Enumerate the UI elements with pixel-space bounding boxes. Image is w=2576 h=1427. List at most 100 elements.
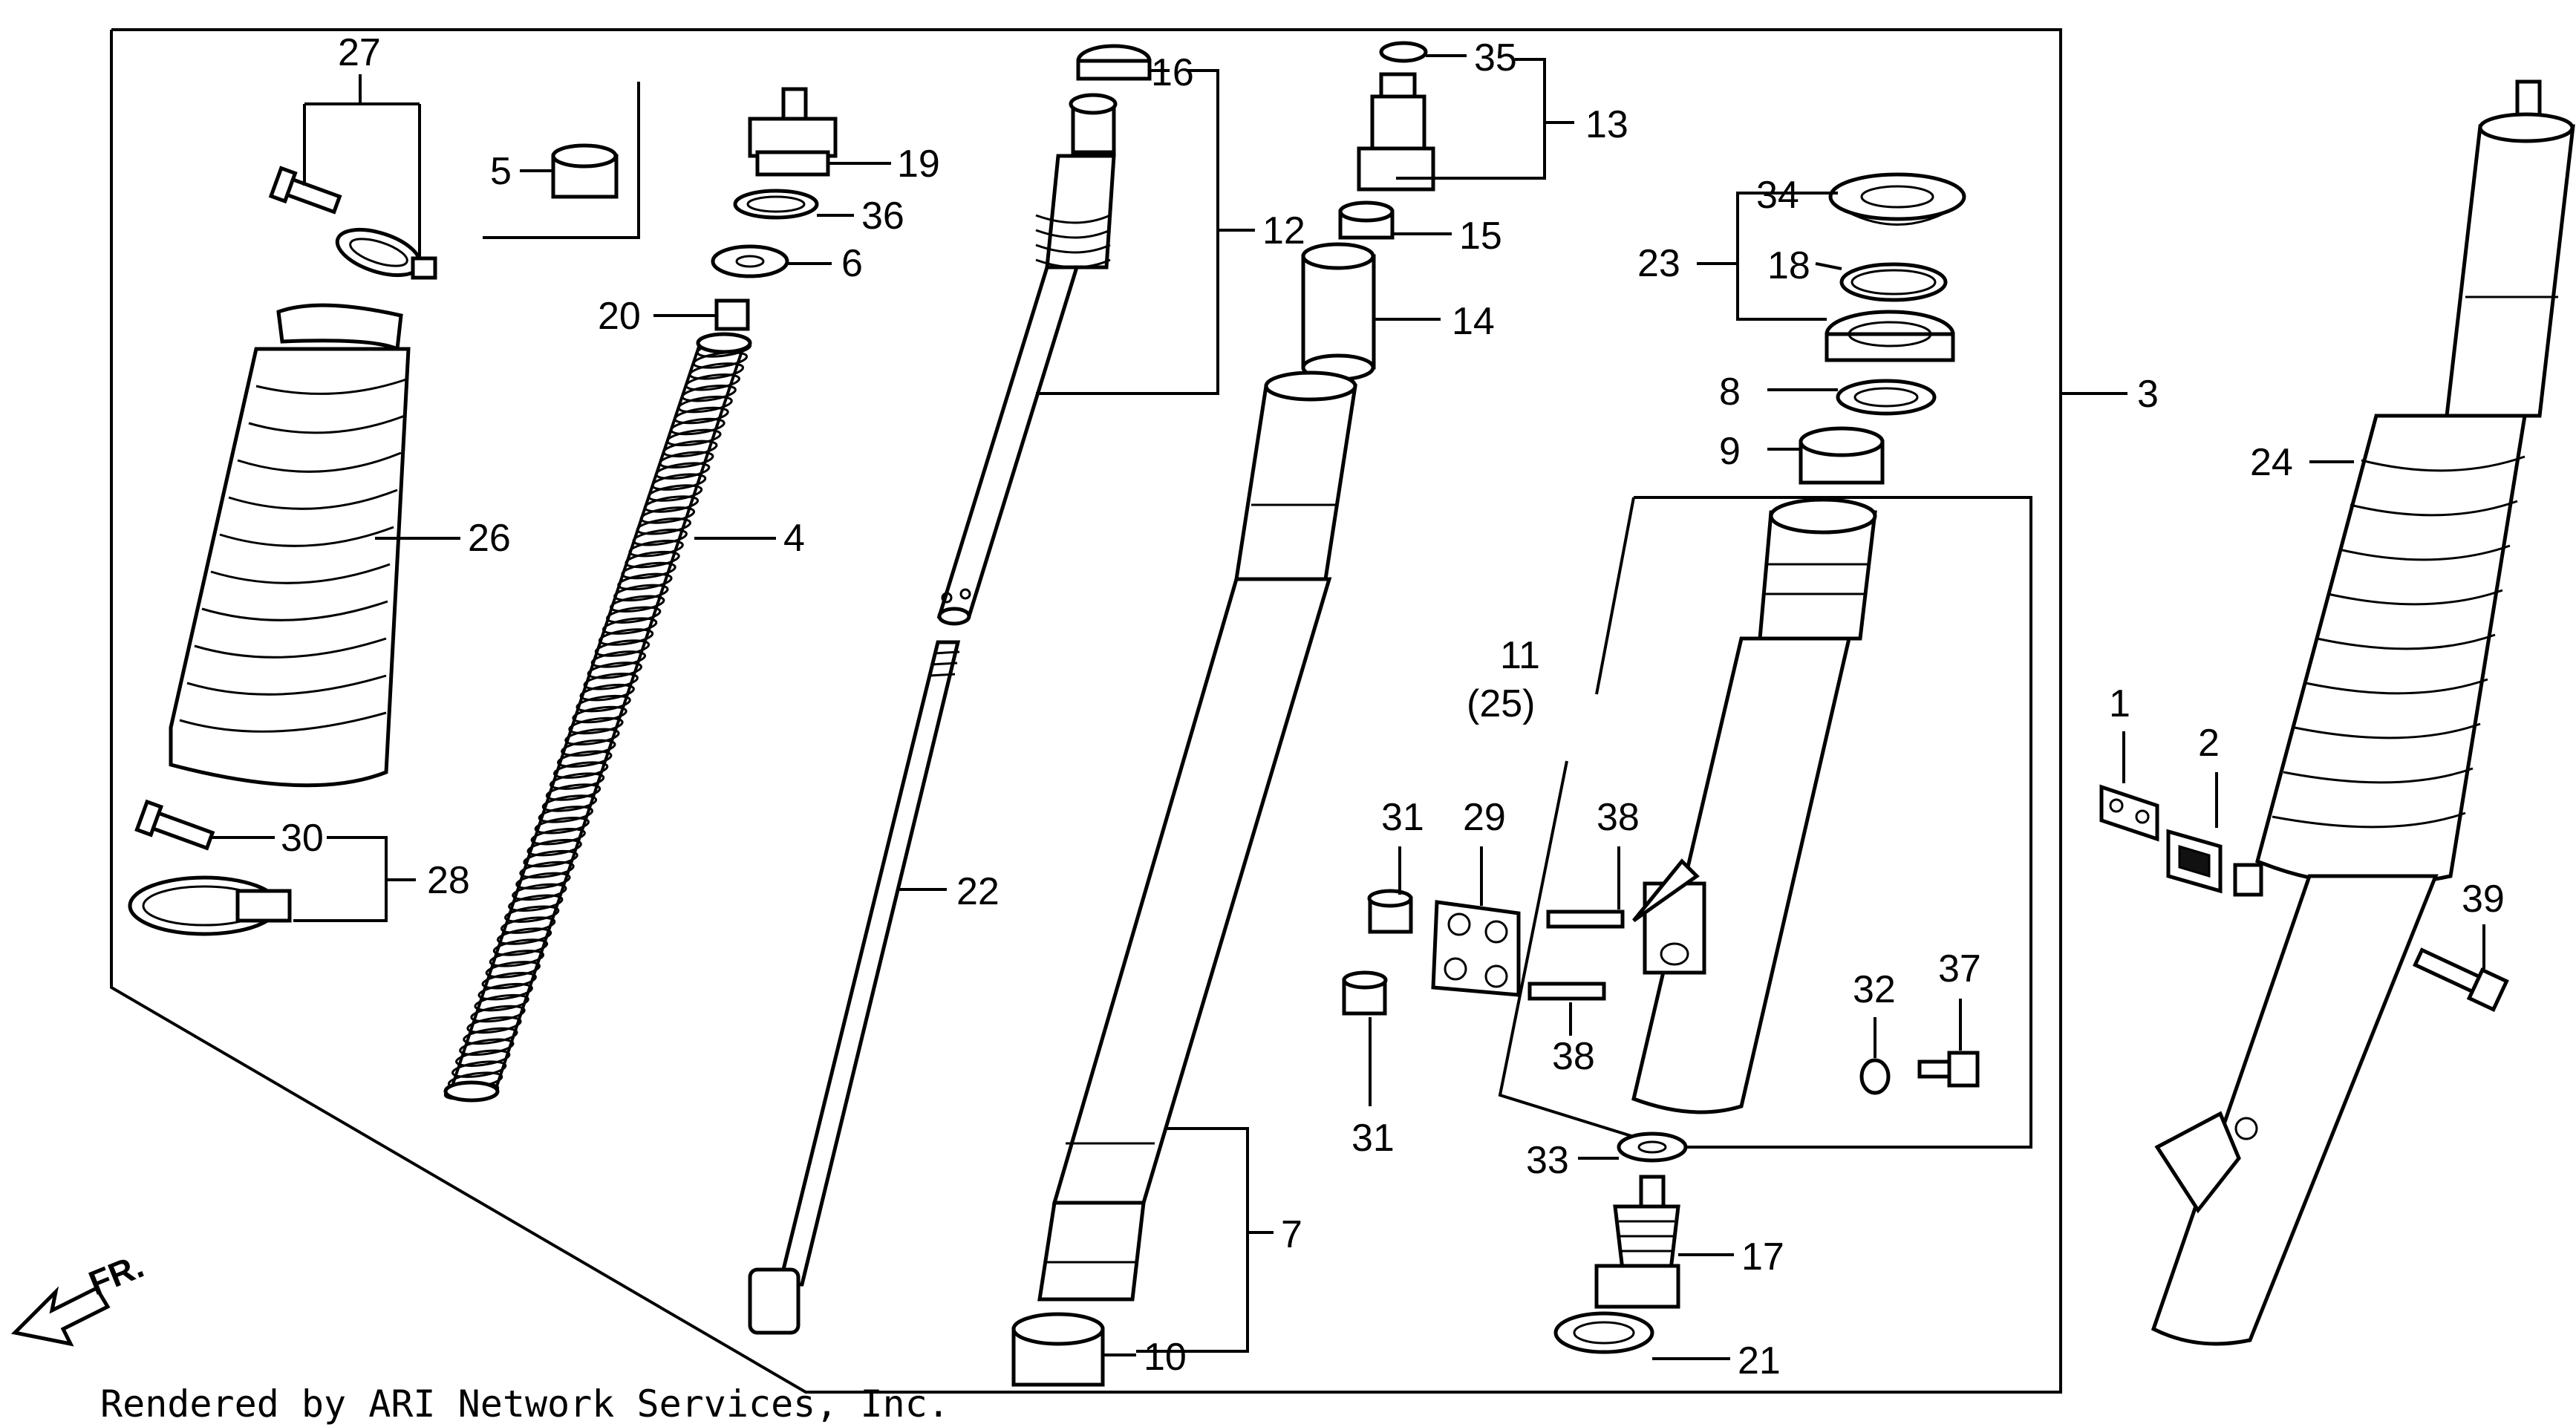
callout-35: 35 bbox=[1474, 36, 1517, 79]
fork-cap-bolt bbox=[748, 87, 838, 177]
spring-coil bbox=[647, 484, 703, 502]
spring-coil bbox=[515, 872, 571, 890]
callout-9: 9 bbox=[1719, 430, 1741, 473]
callout-7: 7 bbox=[1281, 1213, 1302, 1256]
callout-22: 22 bbox=[956, 870, 1000, 913]
spring-coil bbox=[677, 395, 733, 414]
clip-35 bbox=[1379, 41, 1428, 63]
spring-coil bbox=[477, 982, 533, 1001]
spring-coil bbox=[639, 506, 696, 524]
spring-coil bbox=[564, 728, 620, 746]
spring-coil bbox=[568, 716, 624, 735]
callout-34: 34 bbox=[1756, 174, 1799, 217]
callout-20: 20 bbox=[598, 295, 641, 338]
spring-coil bbox=[636, 517, 691, 535]
rebound-valve-13 bbox=[1357, 72, 1435, 192]
callout-39: 39 bbox=[2462, 878, 2505, 921]
callout-13: 13 bbox=[1585, 103, 1628, 146]
spring-coil bbox=[538, 806, 594, 823]
reflector-bracket-1 bbox=[2099, 784, 2159, 842]
spring-coil bbox=[541, 794, 598, 812]
front-direction-arrow-icon bbox=[10, 1285, 111, 1347]
callout-8: 8 bbox=[1719, 370, 1741, 414]
fork-assembly-24 bbox=[2151, 79, 2575, 1346]
spring-coil bbox=[519, 861, 575, 879]
assembly-border bbox=[110, 28, 2062, 1394]
spring-coil bbox=[625, 550, 680, 569]
spring-coil bbox=[552, 761, 609, 779]
nut-31-lower bbox=[1342, 970, 1388, 1016]
dust-seal-34 bbox=[1828, 172, 1966, 226]
callout-19: 19 bbox=[897, 143, 940, 186]
spring-coil bbox=[459, 1038, 515, 1057]
axle-holder-29 bbox=[1431, 900, 1521, 997]
spring-coil bbox=[496, 927, 552, 945]
fork-boot bbox=[169, 303, 411, 788]
spring-coil bbox=[594, 639, 650, 657]
spring-coil bbox=[590, 650, 647, 668]
callout-18: 18 bbox=[1767, 244, 1810, 287]
sealing-washer-33 bbox=[1617, 1132, 1688, 1163]
spring-coil bbox=[561, 739, 616, 757]
spring-coil bbox=[489, 950, 545, 967]
piston-ring-15 bbox=[1338, 200, 1395, 240]
spring-coil bbox=[451, 1060, 507, 1078]
bolt-37 bbox=[1917, 1051, 1980, 1088]
spring-coil bbox=[685, 373, 740, 391]
spring-coil bbox=[523, 849, 578, 868]
callout-3: 3 bbox=[2137, 373, 2159, 416]
spring-coil bbox=[613, 584, 669, 602]
spring-coil bbox=[575, 694, 631, 713]
spring-coil bbox=[470, 1005, 526, 1023]
slider-bushing-10 bbox=[1011, 1312, 1105, 1387]
callout-26: 26 bbox=[468, 517, 511, 560]
callout-36: 36 bbox=[861, 195, 904, 238]
spring-coil bbox=[587, 662, 643, 679]
callout-14: 14 bbox=[1452, 300, 1495, 343]
spring-coil bbox=[557, 750, 613, 768]
back-up-ring-8 bbox=[1836, 379, 1937, 416]
spring-coil bbox=[512, 883, 567, 901]
spring-coil bbox=[670, 417, 725, 436]
callout-11-alt: (25) bbox=[1467, 682, 1535, 725]
callout-30: 30 bbox=[281, 817, 324, 860]
spring-coil bbox=[463, 1027, 518, 1045]
washer-21 bbox=[1553, 1311, 1654, 1354]
reflector-2 bbox=[2166, 829, 2223, 894]
callout-38-upper: 38 bbox=[1597, 796, 1640, 839]
spring-coil bbox=[659, 451, 714, 468]
spring-coil bbox=[474, 993, 529, 1012]
spring-coil bbox=[628, 539, 684, 558]
callout-27: 27 bbox=[338, 31, 381, 74]
spring-coil bbox=[632, 529, 688, 546]
nut-20 bbox=[714, 298, 750, 331]
spring-coil bbox=[579, 683, 635, 702]
spring-coil bbox=[504, 905, 560, 923]
callout-31-upper: 31 bbox=[1381, 796, 1424, 839]
socket-bolt-17 bbox=[1594, 1175, 1680, 1309]
fork-slider-11 bbox=[1631, 497, 1877, 1114]
sleeve-14 bbox=[1301, 242, 1376, 382]
callout-17: 17 bbox=[1741, 1235, 1784, 1279]
stud-38-lower bbox=[1527, 982, 1606, 1001]
spring-coil bbox=[455, 1049, 511, 1067]
spring-coil bbox=[655, 462, 711, 480]
rod-22 bbox=[748, 640, 961, 1335]
fork-boot-clamp-upper bbox=[268, 166, 437, 280]
spring-coil bbox=[583, 673, 639, 690]
callout-6: 6 bbox=[841, 242, 863, 285]
spring-coil bbox=[681, 384, 737, 402]
callout-1: 1 bbox=[2109, 682, 2130, 725]
credit-line: Rendered by ARI Network Services, Inc. bbox=[100, 1382, 950, 1426]
spring-coil bbox=[500, 916, 556, 934]
fork-boot-clamp-lower bbox=[128, 799, 292, 936]
spring-coil bbox=[572, 705, 627, 724]
bolt-39 bbox=[2413, 947, 2509, 1013]
seal-16 bbox=[1076, 44, 1152, 81]
callout-10: 10 bbox=[1144, 1336, 1187, 1379]
spring-coil bbox=[617, 572, 673, 591]
oil-seal-23 bbox=[1825, 310, 1955, 362]
spring-coil bbox=[466, 1016, 522, 1034]
spring-coil bbox=[674, 406, 729, 425]
